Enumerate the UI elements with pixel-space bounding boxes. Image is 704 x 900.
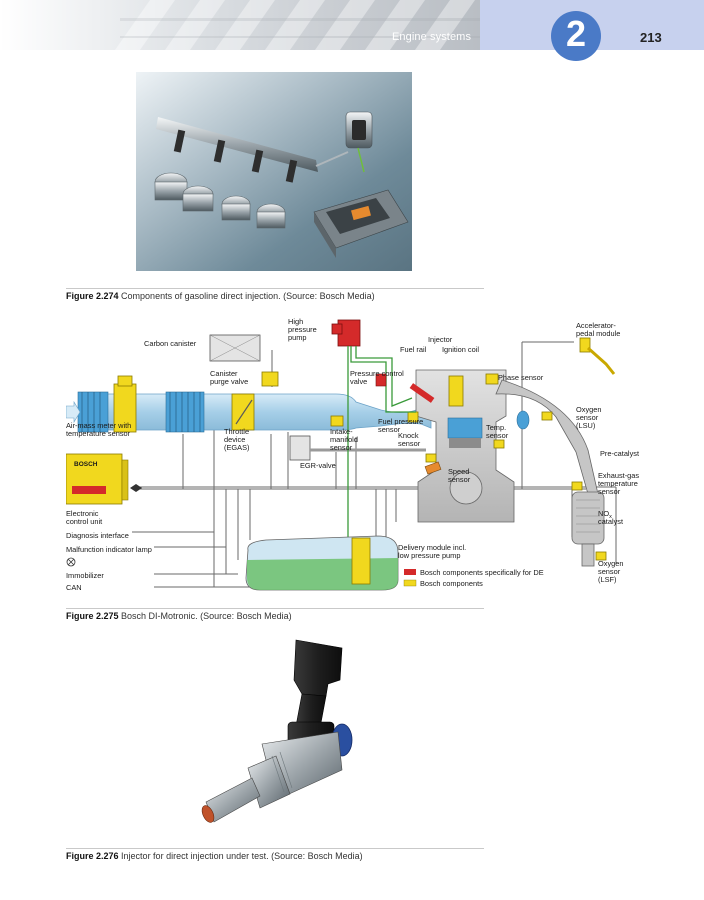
label-ignition-coil: Ignition coil [442, 345, 479, 354]
malfunction-lamp-icon [66, 557, 76, 567]
figure-number: Figure 2.275 [66, 611, 119, 621]
page-number: 213 [640, 30, 662, 45]
label-knock-sensor: Knock sensor [398, 431, 421, 448]
label-high-pressure-pump: High pressure pump [288, 317, 319, 342]
legend-label-bosch: Bosch components [420, 579, 483, 588]
legend-swatch-de [404, 569, 416, 575]
figure-caption: Figure 2.274 Components of gasoline dire… [66, 291, 375, 301]
chapter-badge [551, 11, 601, 61]
label-carbon-canister: Carbon canister [144, 339, 197, 348]
label-intake-manifold-sensor: Intake- manifold sensor [330, 427, 360, 452]
figure-caption: Figure 2.275 Bosch DI-Motronic. (Source:… [66, 611, 292, 621]
section-title: Engine systems [392, 31, 472, 43]
figure-number: Figure 2.274 [66, 291, 119, 301]
injector-photo [201, 639, 353, 823]
caption-rule [66, 848, 484, 849]
chapter-number: 2 [565, 13, 587, 54]
diagram-legend: Bosch components specifically for DE Bos… [403, 568, 544, 588]
label-fuel-pressure-sensor: Fuel pressure sensor [378, 417, 425, 434]
figure-caption: Figure 2.276 Injector for direct injecti… [66, 851, 363, 861]
label-oxygen-sensor-lsu: Oxygen sensor (LSU) [576, 405, 604, 430]
label-air-mass-meter: Air-mass meter with temperature sensor [66, 421, 133, 438]
label-malfunction-lamp: Malfunction indicator lamp [66, 545, 152, 554]
label-throttle-device: Throttle device (EGAS) [224, 427, 251, 452]
ecu-brand: BOSCH [74, 461, 98, 468]
label-accelerator-pedal: Accelerator- pedal module [576, 321, 620, 338]
legend-label-de: Bosch components specifically for DE [420, 568, 544, 577]
di-motronic-diagram: BOSCH High pressure pump Carbon canister… [66, 317, 641, 592]
label-diagnosis-interface: Diagnosis interface [66, 531, 129, 540]
tire-tread-texture [115, 0, 480, 50]
label-exhaust-gas-temp-sensor: Exhaust-gas temperature sensor [598, 471, 641, 496]
label-injector: Injector [428, 335, 453, 344]
label-temp-sensor: Temp. sensor [486, 423, 509, 440]
label-speed-sensor: Speed sensor [448, 467, 471, 484]
header-banner: Engine systems [0, 0, 480, 50]
caption-rule [66, 288, 484, 289]
label-ecu: Electronic control unit [66, 509, 102, 526]
label-delivery-module: Delivery module incl. low pressure pump [398, 543, 468, 560]
label-immobilizer: Immobilizer [66, 571, 104, 580]
label-nox-catalyst: NOx catalyst [598, 509, 623, 526]
label-egr-valve: EGR-valve [300, 461, 336, 470]
figure-caption-text: Injector for direct injection under test… [121, 851, 363, 861]
figure-caption-text: Components of gasoline direct injection.… [121, 291, 375, 301]
figure-number: Figure 2.276 [66, 851, 119, 861]
label-phase-sensor: Phase sensor [498, 373, 544, 382]
label-pre-catalyst: Pre-catalyst [600, 449, 639, 458]
figure-caption-text: Bosch DI-Motronic. (Source: Bosch Media) [121, 611, 292, 621]
legend-swatch-bosch [403, 579, 417, 587]
label-can: CAN [66, 583, 82, 592]
gdi-components-photo [136, 72, 412, 271]
caption-rule [66, 608, 484, 609]
label-fuel-rail: Fuel rail [400, 345, 427, 354]
label-canister-purge-valve: Canister purge valve [210, 369, 248, 386]
label-oxygen-sensor-lsf: Oxygen sensor (LSF) [598, 559, 626, 584]
label-pressure-control-valve: Pressure control valve [350, 369, 406, 386]
